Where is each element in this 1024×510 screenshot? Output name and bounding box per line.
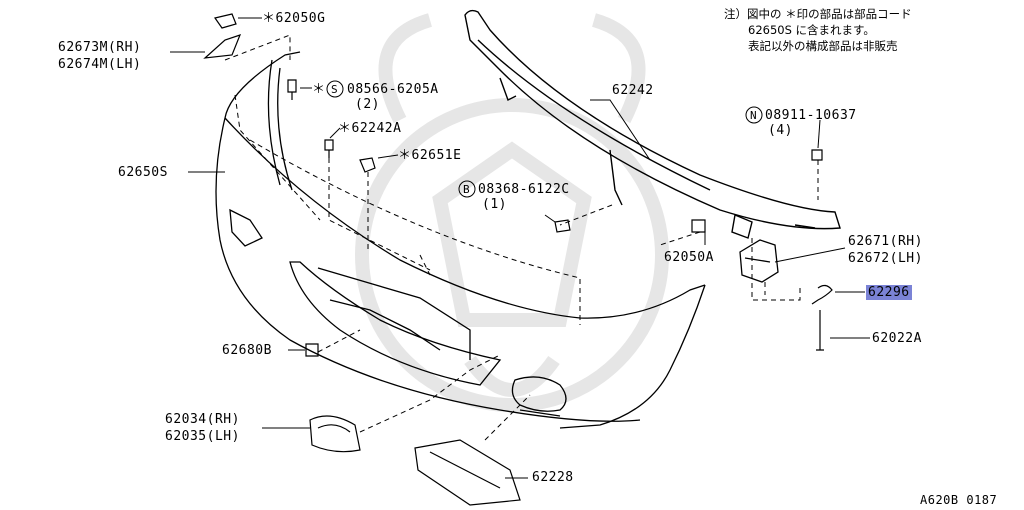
note-line-2: 62650S に含まれます。 xyxy=(748,23,875,37)
part-label-62242a[interactable]: ＊62242A xyxy=(338,121,402,136)
watermark-emblem xyxy=(355,13,669,412)
bolt-b-prefix: B xyxy=(463,183,471,196)
leader-lines xyxy=(170,17,870,479)
part-label-62673m[interactable]: 62673M(RH) xyxy=(58,40,142,55)
part-label-62050g[interactable]: ＊62050G xyxy=(262,11,326,26)
diagram-code: A620B 0187 xyxy=(920,493,998,507)
part-label-08911-10637[interactable]: 08911-10637 xyxy=(765,108,857,123)
bumper-fascia xyxy=(215,51,706,429)
note-line-1: 注）図中の ＊印の部品は部品コード xyxy=(724,7,912,21)
part-label-62650s[interactable]: 62650S xyxy=(118,165,168,180)
part-label-08566-6205a[interactable]: 08566-6205A xyxy=(347,82,439,97)
note-line-3: 表記以外の構成部品は非販売 xyxy=(748,39,898,53)
bolt-s-asterisk: ＊ xyxy=(312,82,326,97)
bolt-s-prefix: S xyxy=(331,83,339,96)
nut-n-quantity: (4) xyxy=(768,123,793,138)
part-label-62228[interactable]: 62228 xyxy=(532,470,574,485)
part-label-62022a[interactable]: 62022A xyxy=(872,331,922,346)
bumper-reinforcement-62242 xyxy=(464,9,841,239)
part-label-62035[interactable]: 62035(LH) xyxy=(165,429,240,444)
nut-n-prefix: N xyxy=(750,109,758,122)
part-label-62050a[interactable]: 62050A xyxy=(664,250,714,265)
part-label-08368-6122c[interactable]: 08368-6122C xyxy=(478,182,570,197)
part-label-62242[interactable]: 62242 xyxy=(612,83,654,98)
part-label-62671[interactable]: 62671(RH) xyxy=(848,234,923,249)
bolt-s-quantity: (2) xyxy=(355,97,380,112)
part-label-62680b[interactable]: 62680B xyxy=(222,343,272,358)
part-label-62651e[interactable]: ＊62651E xyxy=(398,148,462,163)
part-label-62674m[interactable]: 62674M(LH) xyxy=(58,57,142,72)
part-label-62672[interactable]: 62672(LH) xyxy=(848,251,923,266)
bolt-b-quantity: (1) xyxy=(482,197,507,212)
side-retainer-62671 xyxy=(739,239,779,283)
part-label-62034[interactable]: 62034(RH) xyxy=(165,412,240,427)
part-label-62296[interactable]: 62296 xyxy=(866,285,912,300)
dashed-guides xyxy=(224,34,819,441)
small-parts xyxy=(203,13,833,506)
circle-prefix-marks xyxy=(326,80,763,198)
